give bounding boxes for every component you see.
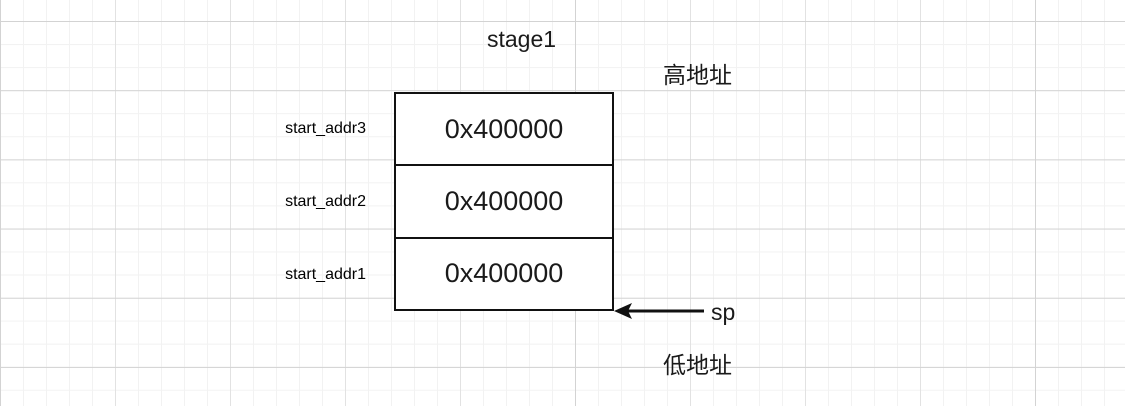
stack-frame-box: 0x400000 0x400000 0x400000 bbox=[394, 92, 614, 311]
high-address-label: 高地址 bbox=[663, 62, 732, 88]
row-label-text: start_addr3 bbox=[285, 119, 366, 137]
row-label-start-addr2: start_addr2 bbox=[285, 165, 366, 238]
stack-cell-top: 0x400000 bbox=[396, 94, 612, 167]
row-label-start-addr3: start_addr3 bbox=[285, 92, 366, 165]
stack-pointer-label: sp bbox=[711, 299, 736, 325]
row-label-text: start_addr1 bbox=[285, 265, 366, 283]
row-label-start-addr1: start_addr1 bbox=[285, 238, 366, 311]
low-address-label: 低地址 bbox=[663, 352, 732, 378]
arrow-left-icon bbox=[614, 303, 704, 319]
row-labels-column: start_addr3 start_addr2 start_addr1 bbox=[150, 92, 366, 311]
diagram-title: stage1 bbox=[487, 26, 557, 52]
stack-cell-middle: 0x400000 bbox=[396, 166, 612, 239]
stack-cell-bottom: 0x400000 bbox=[444, 258, 564, 289]
row-label-text: start_addr2 bbox=[285, 192, 366, 210]
